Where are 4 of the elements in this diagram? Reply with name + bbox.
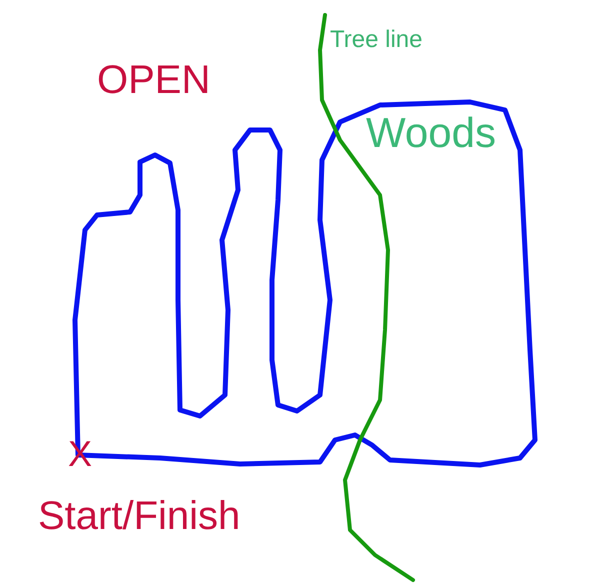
- area-label: OPEN: [97, 60, 210, 100]
- area-label: Woods: [366, 112, 496, 154]
- tree-line-label: Tree line: [330, 28, 422, 52]
- start-label: Start/Finish: [38, 496, 240, 536]
